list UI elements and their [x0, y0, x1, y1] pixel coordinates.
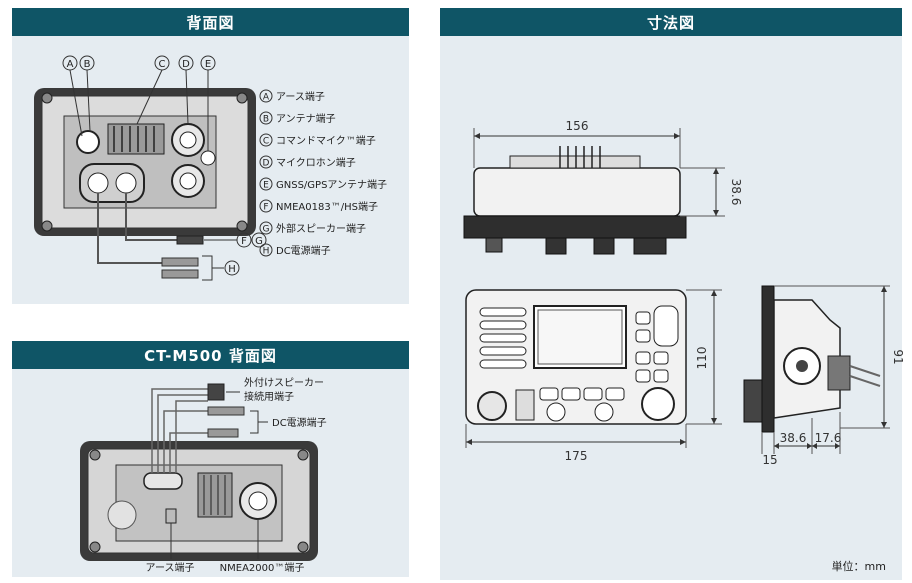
callout-h-icon: [224, 260, 240, 276]
legend-gnss-terminal: GNSS/GPSアンテナ端子: [276, 178, 387, 191]
dim-side-width: 156: [566, 119, 589, 133]
nmea-plug: [176, 235, 204, 245]
ctm500-nmea-label: NMEA2000™端子: [220, 561, 305, 574]
ctm500-earth-terminal-icon: [165, 508, 177, 524]
legend-dc-power-terminal: DC電源端子: [276, 244, 331, 257]
top-callouts: A B C D E: [62, 55, 216, 151]
legend-ext-speaker-terminal: 外部スピーカー端子: [276, 222, 366, 235]
mount-screw-icon: [89, 449, 101, 461]
dimensions-diagram: 156 38.6: [463, 119, 905, 573]
mount-screw-icon: [236, 220, 248, 232]
nmea-cable: [125, 193, 177, 241]
unit-note: 単位：mm: [832, 559, 886, 573]
connector-legend: A アース端子 B アンテナ端子 C コマンドマイク™端子 D マイクロホン端子…: [259, 89, 387, 257]
dim-profile-depth1: 38.6: [780, 431, 807, 445]
legend-mark: A: [263, 93, 270, 103]
dim-profile-flange: 15: [762, 453, 777, 467]
legend-mark: D: [263, 159, 270, 169]
ctm500-earth-label: アース端子: [146, 561, 195, 574]
ctm500-rear-panel: CT-M500 背面図 外付けスピーカー 接続用端子 DC電: [12, 341, 409, 577]
mount-screw-icon: [297, 449, 309, 461]
legend-command-mic-terminal: コマンドマイク™端子: [276, 134, 376, 147]
antenna-jack-icon: [200, 150, 216, 166]
rear-view-diagram: A B C D E F G H A アース端子 B アン: [34, 55, 387, 281]
profile-view: 38.6 17.6 15 91: [743, 285, 905, 467]
command-mic-connector: [107, 123, 165, 155]
ctm500-wires: [151, 388, 208, 473]
legend-earth-terminal: アース端子: [276, 90, 325, 103]
profile-flange: [761, 285, 775, 433]
mount-screw-icon: [297, 541, 309, 553]
ctm500-title: CT-M500 背面図: [12, 341, 409, 369]
dim-side-height: 38.6: [729, 179, 743, 206]
dial-knob-icon: [641, 387, 675, 421]
side-view-body: [473, 167, 681, 217]
legend-mark: B: [263, 115, 269, 125]
legend-antenna-terminal: アンテナ端子: [276, 112, 336, 125]
callout-c-label: C: [159, 59, 166, 70]
ctm500-dc-plug: [207, 406, 245, 416]
legend-microphone-terminal: マイクロホン端子: [276, 156, 356, 169]
mount-screw-icon: [89, 541, 101, 553]
mic-connector-icon: [477, 391, 507, 421]
dim-profile-height: 91: [891, 349, 905, 364]
dc-plug: [161, 269, 199, 279]
ctm500-speaker-label-1: 外付けスピーカー: [244, 376, 324, 389]
mount-screw-icon: [41, 92, 53, 104]
legend-nmea0183-terminal: NMEA0183™/HS端子: [276, 200, 378, 213]
legend-mark: G: [263, 225, 270, 235]
mount-screw-icon: [236, 92, 248, 104]
ctm500-heatsink: [197, 472, 233, 518]
squelch-knob-icon: [594, 402, 614, 422]
callout-e-label: E: [205, 59, 211, 70]
dc-plug: [161, 257, 199, 267]
rear-view-panel: 背面図 A: [12, 8, 409, 304]
dimensions-title: 寸法図: [440, 8, 902, 36]
dim-front-width: 175: [565, 449, 588, 463]
mount-screw-icon: [41, 220, 53, 232]
callout-f-icon: [236, 232, 252, 248]
profile-knob: [743, 379, 763, 423]
ctm500-dc-label: DC電源端子: [272, 416, 327, 429]
earth-terminal-icon: [76, 130, 100, 154]
callout-d-label: D: [182, 59, 190, 70]
dimensions-panel: 寸法図 156 38.6: [440, 8, 905, 580]
ctm500-diagram: 外付けスピーカー 接続用端子 DC電源端子 アース端子 NMEA2000™端子: [80, 376, 327, 574]
legend-mark: H: [263, 247, 270, 257]
dim-front-height: 110: [695, 347, 709, 370]
legend-mark: E: [263, 181, 269, 191]
legend-mark: F: [263, 203, 268, 213]
front-view: 175 110: [465, 289, 722, 463]
ctm500-speaker-label-2: 接続用端子: [244, 390, 294, 403]
ctm500-dc-plug: [207, 428, 239, 438]
callout-g-icon: [251, 232, 267, 248]
side-view-flange: [463, 215, 687, 239]
volume-knob-icon: [546, 402, 566, 422]
callout-b-label: B: [84, 59, 91, 70]
side-view: 156 38.6: [463, 119, 743, 255]
dc-power-cable: [97, 193, 162, 264]
ctm500-boss: [107, 500, 137, 530]
callout-f-label: F: [241, 236, 247, 247]
rear-view-title: 背面図: [12, 8, 409, 36]
ctm500-speaker-plug: [207, 383, 225, 401]
callout-g-label: G: [255, 236, 263, 247]
legend-mark: C: [263, 137, 269, 147]
callout-a-label: A: [67, 59, 74, 70]
callout-h-label: H: [228, 264, 236, 275]
ctm500-cable-gland: [143, 472, 183, 490]
dim-profile-depth2: 17.6: [815, 431, 842, 445]
